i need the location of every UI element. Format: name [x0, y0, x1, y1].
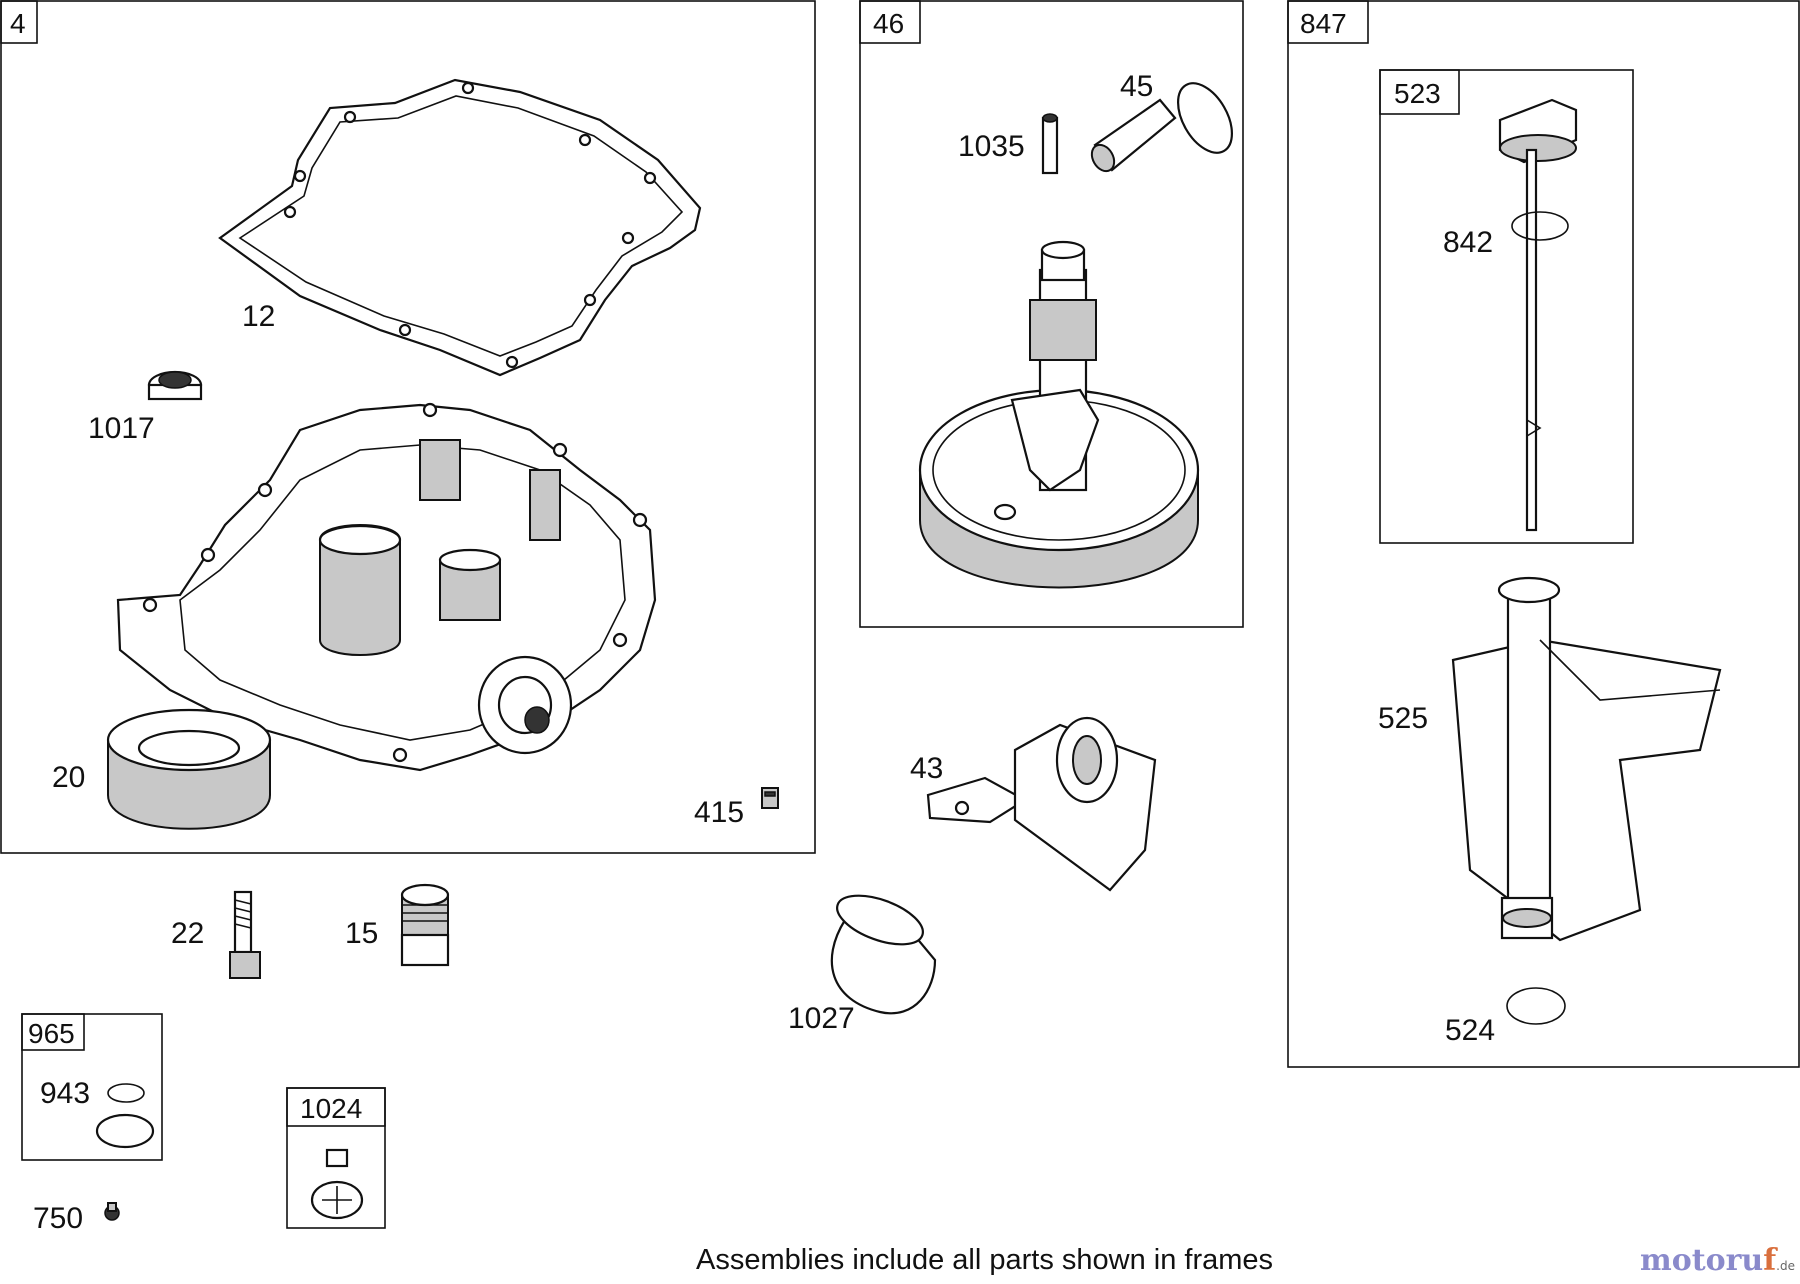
part-label-1035: 1035 — [958, 130, 1025, 163]
frame-965-border — [21, 1013, 163, 1161]
frame-4-border — [0, 0, 816, 854]
plug-15-part — [400, 883, 450, 967]
part-label-750: 750 — [33, 1202, 83, 1235]
gasket-part — [218, 78, 702, 377]
sump-housing-part — [116, 402, 657, 772]
part-label-22: 22 — [171, 917, 204, 950]
svg-text:motoruf.de: motoruf.de — [1640, 1243, 1795, 1278]
part-label-525: 525 — [1378, 702, 1428, 735]
part-label-415: 415 — [694, 796, 744, 829]
frame-847-border — [1287, 0, 1800, 1068]
plug-1017-part — [147, 370, 203, 401]
frame-965-assembly: 965 943 — [21, 1013, 163, 1161]
part-label-12: 12 — [242, 300, 275, 333]
pin-1035-part — [1041, 113, 1059, 175]
frame-965-tag — [21, 1013, 85, 1051]
part-label-842: 842 — [1443, 226, 1493, 259]
frame-46-tag — [859, 0, 921, 44]
tappet-45-part — [1090, 82, 1234, 173]
frame-847-assembly: 847 523 842 525 524 — [1287, 0, 1800, 1068]
dipstick-part — [1498, 98, 1578, 532]
camshaft-gear-part — [918, 240, 1200, 589]
frame-523-tag — [1379, 69, 1460, 115]
frame-46-label: 46 — [873, 8, 904, 39]
o-ring-524-part — [1506, 987, 1566, 1025]
frame-1024-tag — [286, 1087, 386, 1127]
screw-750-part — [104, 1202, 120, 1221]
part-label-45: 45 — [1120, 70, 1153, 103]
frame-46-assembly: 46 45 1035 — [859, 0, 1244, 628]
frame-4-assembly: 4 12 1017 — [0, 0, 816, 854]
frame-1024-assembly: 1024 — [286, 1087, 386, 1229]
part-label-20: 20 — [52, 761, 85, 794]
frame-847-label: 847 — [1300, 8, 1347, 39]
governor-43-part — [926, 716, 1157, 892]
frame-523-label: 523 — [1394, 78, 1441, 109]
o-ring-943-part — [107, 1083, 145, 1103]
fitting-part — [325, 1148, 349, 1168]
oil-filter-1027-part — [830, 894, 937, 1015]
frame-46-border — [859, 0, 1244, 628]
part-label-943: 943 — [40, 1077, 90, 1110]
part-label-1027: 1027 — [788, 1002, 855, 1035]
frame-523-border — [1379, 69, 1634, 544]
cover-plate-part — [95, 1113, 155, 1149]
part-label-43: 43 — [910, 752, 943, 785]
motoruf-logo: motoruf.de — [1640, 1243, 1795, 1278]
frame-965-label: 965 — [28, 1018, 75, 1049]
frame-4-tag — [0, 0, 38, 44]
bolt-22-part — [229, 890, 261, 979]
seal-20-part — [106, 708, 272, 830]
frame-4-label: 4 — [10, 8, 26, 39]
part-label-15: 15 — [345, 917, 378, 950]
dipstick-tube-part — [1451, 576, 1722, 942]
part-label-1017: 1017 — [88, 412, 155, 445]
part-label-524: 524 — [1445, 1014, 1495, 1047]
frame-1024-label: 1024 — [300, 1093, 362, 1124]
plug-415-part — [761, 787, 779, 809]
assemblies-caption: Assemblies include all parts shown in fr… — [696, 1244, 1273, 1276]
frame-847-tag — [1287, 0, 1369, 44]
